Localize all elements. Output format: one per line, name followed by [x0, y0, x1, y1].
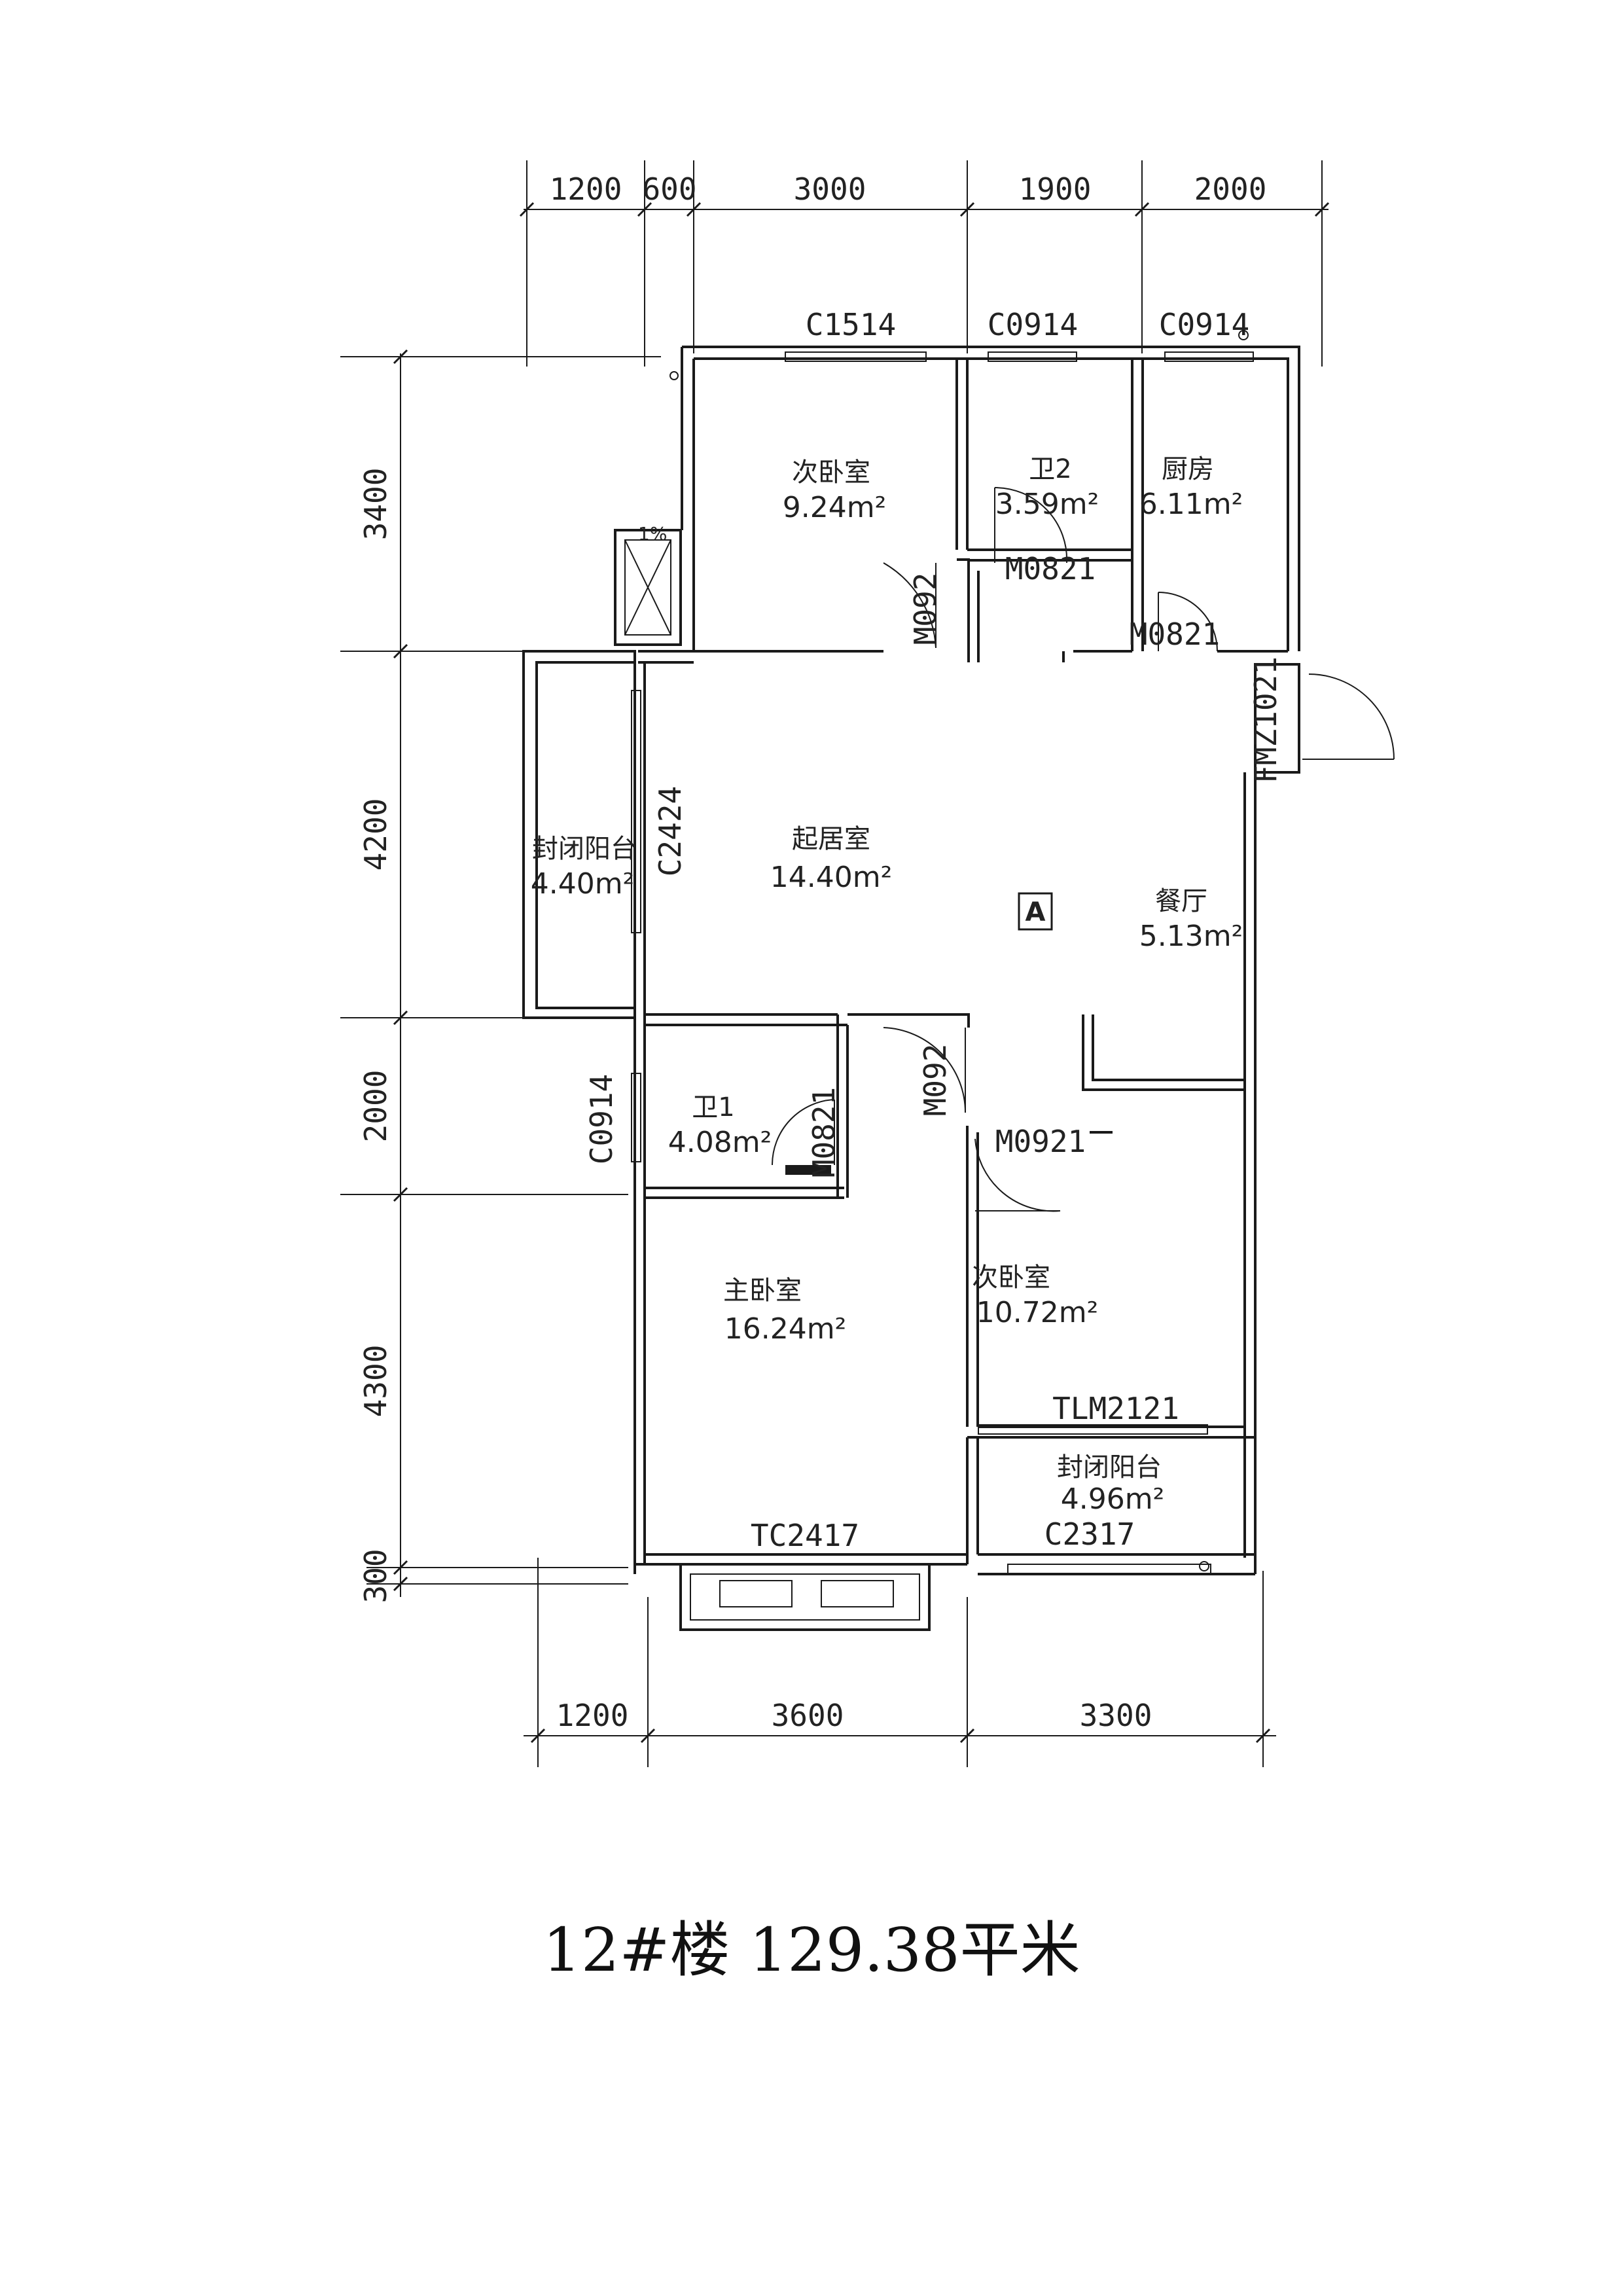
room-bedroom2-bottom-name: 次卧室: [972, 1263, 1050, 1293]
room-master-name: 主卧室: [723, 1276, 802, 1306]
dim-top-5: 2000: [1194, 171, 1267, 207]
dim-left-4: 4300: [358, 1345, 393, 1418]
window-c0914-bath2: C0914: [988, 307, 1078, 342]
room-living-area: 14.40m²: [770, 861, 892, 894]
door-m092-master: M092: [918, 1044, 953, 1117]
dim-left-5: 300: [358, 1549, 393, 1603]
door-fmz1021: FMZ1021: [1248, 656, 1283, 783]
windows: [631, 351, 1254, 1574]
dim-top-3: 3000: [794, 171, 866, 207]
room-living-name: 起居室: [792, 824, 870, 854]
room-bath2-name: 卫2: [1029, 454, 1071, 484]
drain-slope: 1%: [638, 523, 667, 545]
door-m0821-kitchen: M0821: [1130, 617, 1220, 652]
unit-tag: A: [1026, 897, 1046, 927]
room-balcony-left-area: 4.40m²: [531, 867, 634, 901]
room-kitchen-name: 厨房: [1162, 454, 1214, 484]
room-dining-name: 餐厅: [1155, 886, 1207, 916]
door-m092-bedroom2: M092: [908, 573, 943, 645]
room-balcony-left-name: 封闭阳台: [532, 834, 637, 864]
door-tlm2121: TLM2121: [1052, 1391, 1179, 1426]
unit-tag-box: [1018, 892, 1053, 931]
window-c1514: C1514: [806, 307, 896, 342]
door-m0921-bedroom: M0921: [995, 1124, 1086, 1159]
toilet-fixture: [785, 1165, 831, 1175]
dim-left-1: 3400: [358, 468, 393, 541]
window-c2317: C2317: [1044, 1516, 1135, 1552]
dim-top-4: 1900: [1019, 171, 1092, 207]
room-balcony-bottom-name: 封闭阳台: [1057, 1452, 1162, 1482]
room-bath1-name: 卫1: [692, 1092, 734, 1122]
door-swings: [669, 330, 1395, 1571]
room-bath2-area: 3.59m²: [995, 488, 1099, 521]
window-c0914-bath1: C0914: [584, 1074, 619, 1164]
room-kitchen-area: 6.11m²: [1139, 488, 1243, 521]
dim-top-2: 600: [642, 171, 696, 207]
window-tc2417: TC2417: [751, 1518, 859, 1553]
door-m0821-bath2: M0821: [1005, 551, 1096, 586]
dimension-lines: [340, 160, 1330, 1767]
room-bedroom2-bottom-area: 10.72m²: [976, 1296, 1098, 1329]
room-balcony-bottom-area: 4.96m²: [1061, 1482, 1164, 1516]
room-bath1-area: 4.08m²: [668, 1126, 772, 1159]
walls: [522, 346, 1300, 1631]
dim-bottom-2: 3600: [772, 1698, 844, 1733]
room-master-area: 16.24m²: [724, 1312, 846, 1346]
dim-bottom-3: 3300: [1080, 1698, 1152, 1733]
dim-left-3: 2000: [358, 1070, 393, 1143]
room-dining-area: 5.13m²: [1139, 920, 1243, 953]
room-bedroom2-top-area: 9.24m²: [783, 491, 886, 524]
door-m0821-bath1: M0821: [806, 1087, 842, 1177]
plan-caption: 12#楼 129.38平米: [543, 1915, 1080, 1985]
dim-top-1: 1200: [550, 171, 622, 207]
window-c0914-kitchen: C0914: [1159, 307, 1249, 342]
room-bedroom2-top-name: 次卧室: [792, 457, 870, 488]
dim-bottom-1: 1200: [556, 1698, 629, 1733]
window-c2424: C2424: [652, 786, 688, 876]
dim-left-2: 4200: [358, 798, 393, 871]
